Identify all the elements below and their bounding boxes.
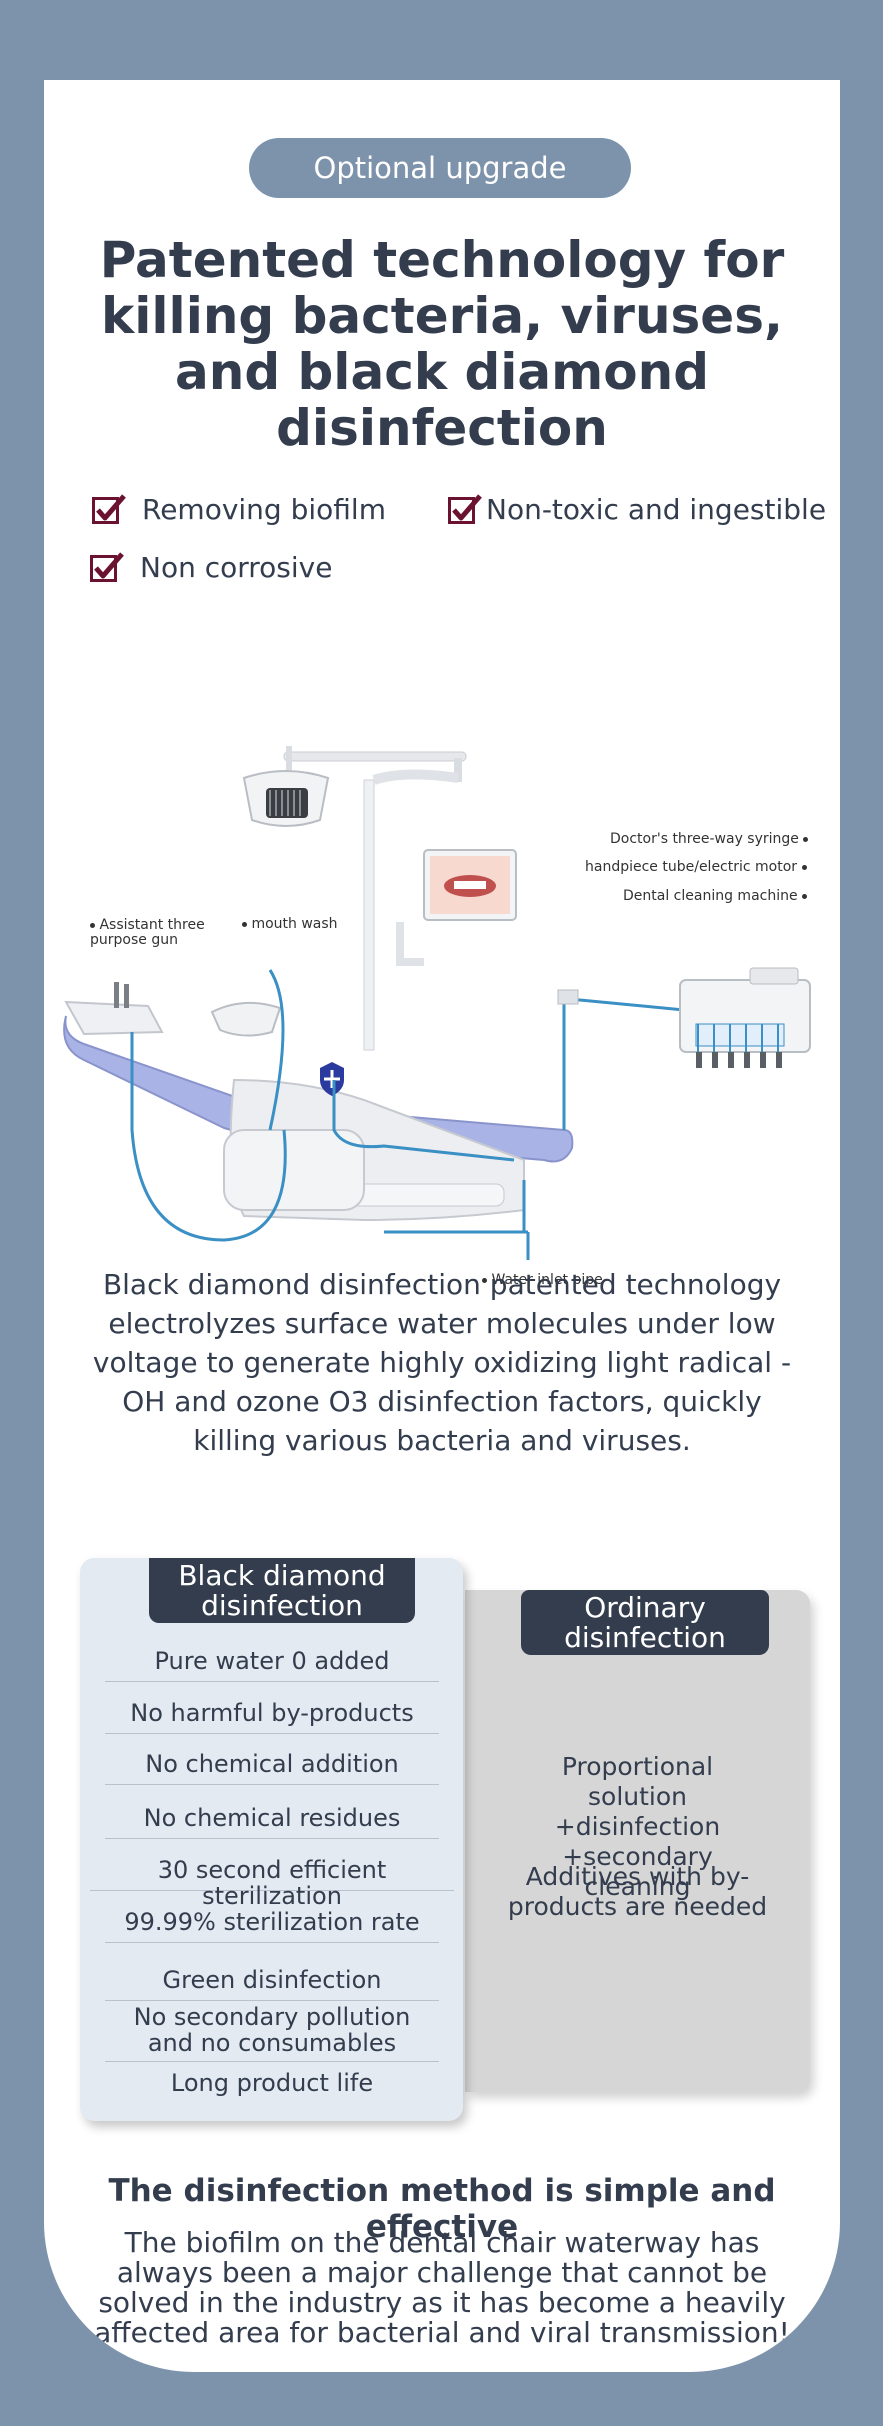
callout-assistant-gun: Assistant three purpose gun bbox=[90, 918, 210, 948]
feature-non-toxic: Non-toxic and ingestible bbox=[448, 490, 826, 530]
dental-chair-illustration bbox=[63, 746, 811, 1260]
feature-label: Non corrosive bbox=[140, 551, 333, 584]
section-text: The biofilm on the dental chair waterway… bbox=[94, 2226, 790, 2349]
ordinary-disinfection-panel: Ordinary disinfection Proportional solut… bbox=[465, 1590, 810, 2092]
callout-label: Water inlet pipe bbox=[491, 1272, 603, 1288]
list-item: Long product life bbox=[170, 2069, 374, 2097]
callout-cleaning-machine: Dental cleaning machine bbox=[623, 888, 808, 904]
list-item: 30 second efficient sterilization bbox=[90, 1857, 454, 1909]
black-diamond-panel: Black diamond disinfection Pure water 0 … bbox=[80, 1558, 463, 2121]
callout-syringe: Doctor's three-way syringe bbox=[610, 831, 809, 847]
page-title: Patented technology for killing bacteria… bbox=[99, 231, 785, 457]
list-item: No chemical residues bbox=[105, 1805, 439, 1839]
list-item: Green disinfection bbox=[105, 1967, 439, 2001]
callout-handpiece: handpiece tube/electric motor bbox=[585, 859, 807, 875]
callout-label: Doctor's three-way syringe bbox=[610, 831, 799, 847]
dental-chair-diagram: Doctor's three-way syringe handpiece tub… bbox=[44, 660, 840, 1300]
feature-label: Removing biofilm bbox=[142, 493, 386, 526]
dot-icon bbox=[242, 921, 247, 927]
ordinary-text-2: Additives with by-products are needed bbox=[507, 1862, 768, 1921]
section-title: The disinfection method is simple and ef… bbox=[108, 2173, 776, 2245]
list-item: No secondary pollution and no consumable… bbox=[105, 2004, 439, 2062]
dot-icon bbox=[482, 1277, 487, 1283]
list-item: Pure water 0 added bbox=[105, 1648, 439, 1682]
feature-removing-biofilm: Removing biofilm bbox=[92, 490, 392, 530]
dot-icon bbox=[801, 864, 807, 870]
upgrade-badge: Optional upgrade package bbox=[249, 138, 631, 245]
callout-mouth-wash: mouth wash bbox=[242, 916, 338, 932]
check-icon bbox=[92, 494, 126, 524]
list-item: No chemical addition bbox=[105, 1751, 439, 1785]
ordinary-disinfection-title: Ordinary disinfection bbox=[521, 1590, 769, 1655]
dot-icon bbox=[90, 922, 95, 928]
dot-icon bbox=[802, 893, 808, 899]
check-icon bbox=[448, 494, 482, 524]
technology-description: Black diamond disinfection patented tech… bbox=[92, 1268, 792, 1457]
dot-icon bbox=[803, 836, 809, 842]
feature-non-corrosive: Non corrosive bbox=[90, 548, 390, 588]
black-diamond-title: Black diamond disinfection bbox=[149, 1558, 415, 1623]
ordinary-text-1: Proportional solution +disinfection +sec… bbox=[554, 1752, 721, 1901]
list-item: No harmful by-products bbox=[105, 1700, 439, 1734]
callout-water-inlet: Water inlet pipe bbox=[482, 1272, 603, 1288]
content-card: Optional upgrade package Patented techno… bbox=[44, 80, 840, 2372]
callout-label: Assistant three purpose gun bbox=[90, 917, 205, 948]
callout-label: handpiece tube/electric motor bbox=[585, 859, 798, 875]
callout-label: mouth wash bbox=[251, 916, 338, 932]
check-icon bbox=[90, 552, 124, 582]
callout-label: Dental cleaning machine bbox=[623, 888, 798, 904]
feature-label: Non-toxic and ingestible bbox=[486, 493, 827, 526]
list-item: 99.99% sterilization rate bbox=[105, 1909, 439, 1943]
